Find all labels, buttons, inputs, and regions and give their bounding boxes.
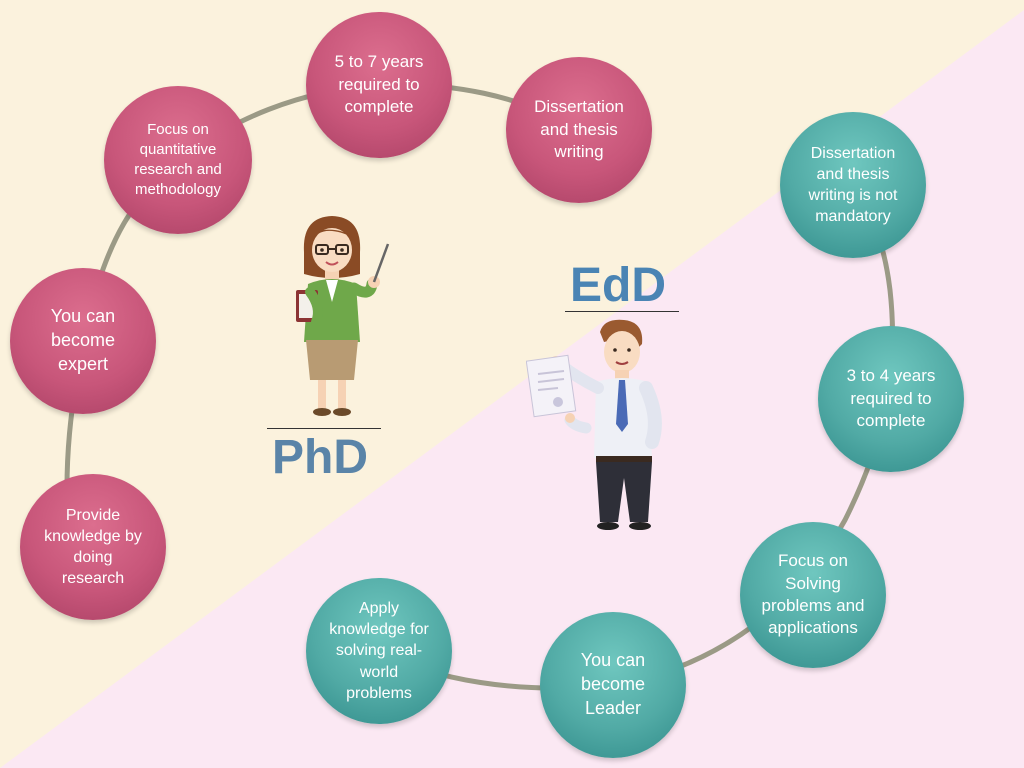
- phd-point-quantitative: Focus on quantitative research and metho…: [104, 86, 252, 234]
- edd-point-duration: 3 to 4 years required to complete: [818, 326, 964, 472]
- phd-title-underline: [267, 428, 381, 429]
- edd-point-dissertation: Dissertation and thesis writing is not m…: [780, 112, 926, 258]
- edd-point-leader: You can become Leader: [540, 612, 686, 758]
- phd-point-dissertation: Dissertation and thesis writing: [506, 57, 652, 203]
- edd-point-apply-knowledge: Apply knowledge for solving real- world …: [306, 578, 452, 724]
- edd-title: EdD: [570, 259, 666, 312]
- phd-point-research: Provide knowledge by doing research: [20, 474, 166, 620]
- businessman-certificate-icon: [526, 319, 662, 530]
- phd-title: PhD: [272, 431, 368, 484]
- phd-point-duration: 5 to 7 years required to complete: [306, 12, 452, 158]
- teacher-woman-pointer-icon: [296, 216, 390, 416]
- edd-point-problem-solving: Focus on Solving problems and applicatio…: [740, 522, 886, 668]
- edd-title-underline: [565, 311, 679, 312]
- phd-point-expert: You can become expert: [10, 268, 156, 414]
